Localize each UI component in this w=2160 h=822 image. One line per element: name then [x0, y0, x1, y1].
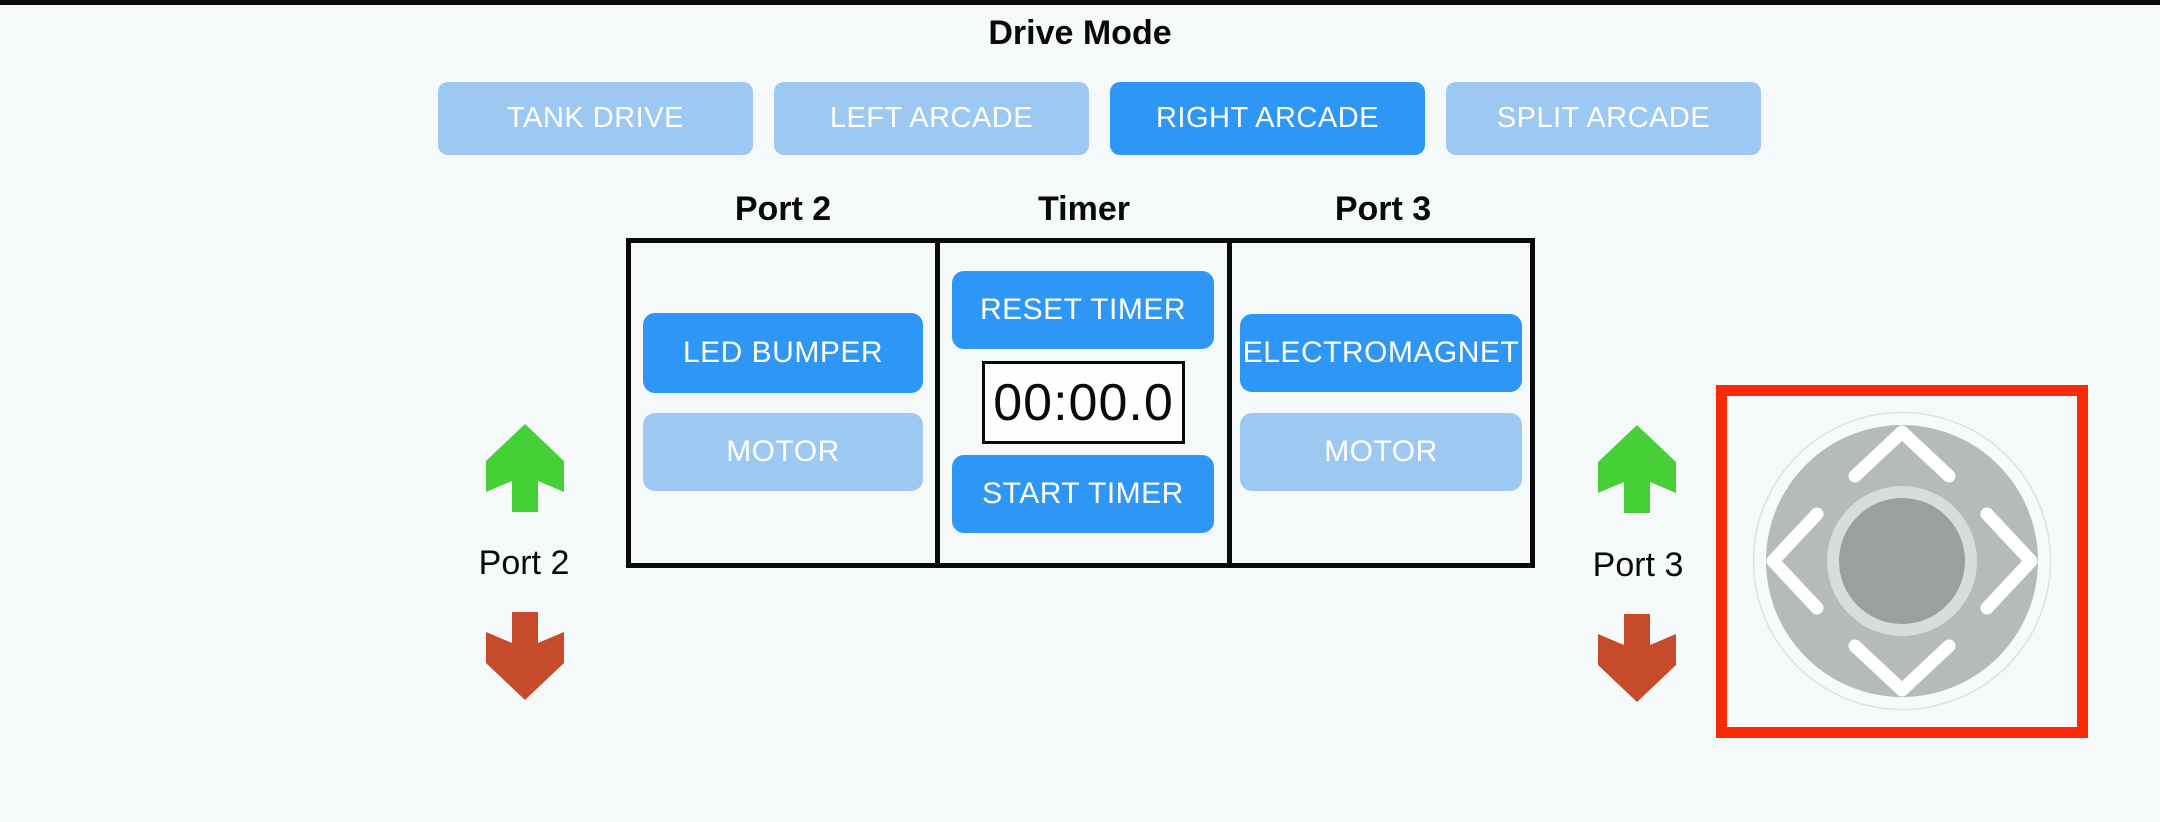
port2-column: LED BUMPER MOTOR	[631, 243, 940, 563]
port3-motor-button[interactable]: MOTOR	[1240, 413, 1522, 491]
right-arcade-button[interactable]: RIGHT ARCADE	[1110, 82, 1425, 155]
port2-up-arrow-icon[interactable]	[486, 424, 564, 514]
led-bumper-button[interactable]: LED BUMPER	[643, 313, 923, 393]
drive-mode-selector: TANK DRIVE LEFT ARCADE RIGHT ARCADE SPLI…	[438, 82, 1761, 155]
port3-arrow-label: Port 3	[1592, 546, 1684, 584]
port3-down-arrow-icon[interactable]	[1598, 612, 1676, 702]
port3-column-header: Port 3	[1334, 190, 1432, 228]
port3-column: ELECTROMAGNET MOTOR	[1232, 243, 1530, 563]
split-arcade-button[interactable]: SPLIT ARCADE	[1446, 82, 1761, 155]
top-bar	[0, 0, 2160, 5]
start-timer-button[interactable]: START TIMER	[952, 455, 1214, 533]
left-arcade-button[interactable]: LEFT ARCADE	[774, 82, 1089, 155]
tank-drive-button[interactable]: TANK DRIVE	[438, 82, 753, 155]
control-panel: LED BUMPER MOTOR RESET TIMER 00:00.0 STA…	[626, 238, 1535, 568]
joystick-up-chevron-icon	[1848, 425, 1956, 483]
joystick-left-chevron-icon	[1766, 507, 1824, 615]
timer-column-header: Timer	[1038, 190, 1130, 228]
port2-down-arrow-icon[interactable]	[486, 610, 564, 700]
joystick-highlight-box	[1716, 385, 2088, 738]
timer-display: 00:00.0	[982, 361, 1185, 444]
reset-timer-button[interactable]: RESET TIMER	[952, 271, 1214, 349]
page-title: Drive Mode	[988, 14, 1172, 52]
electromagnet-button[interactable]: ELECTROMAGNET	[1240, 314, 1522, 392]
port2-column-header: Port 2	[734, 190, 832, 228]
port3-up-arrow-icon[interactable]	[1598, 425, 1676, 515]
port2-arrow-label: Port 2	[478, 544, 570, 582]
port2-motor-button[interactable]: MOTOR	[643, 413, 923, 491]
joystick-down-chevron-icon	[1848, 639, 1956, 697]
timer-column: RESET TIMER 00:00.0 START TIMER	[940, 243, 1232, 563]
joystick-dpad-icon[interactable]	[1752, 411, 2052, 711]
joystick-right-chevron-icon	[1980, 507, 2038, 615]
